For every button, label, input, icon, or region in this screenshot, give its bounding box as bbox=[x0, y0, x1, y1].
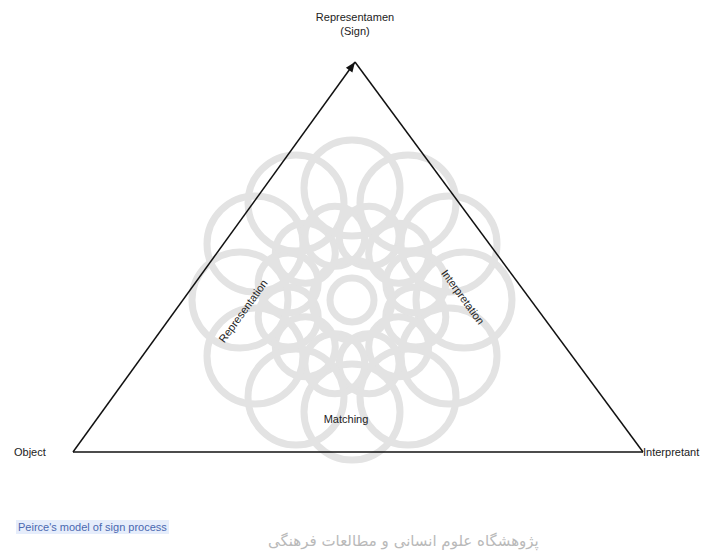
rosette-ring bbox=[330, 278, 374, 322]
vertex-text: Object bbox=[14, 445, 73, 459]
vertex-text: Representamen (Sign) bbox=[311, 10, 399, 38]
arrow-head bbox=[346, 62, 355, 72]
triangle-side bbox=[355, 62, 643, 452]
rosette-ring bbox=[416, 252, 512, 348]
edge-label: Matching bbox=[324, 412, 369, 426]
vertex-label: Representamen (Sign) bbox=[300, 10, 410, 62]
side-line bbox=[73, 451, 643, 453]
triangle-side bbox=[73, 62, 355, 452]
vertex-label: Object bbox=[14, 445, 73, 459]
rosette-ring bbox=[312, 260, 392, 340]
rosette-ring bbox=[248, 155, 344, 251]
vertex-text: Interpretant bbox=[643, 445, 715, 459]
figure-caption: Peirce's model of sign process bbox=[16, 520, 169, 534]
side-line bbox=[355, 62, 643, 452]
watermark-text: پژوهشگاه علوم انسانی و مطالعات فرهنگی bbox=[268, 532, 539, 550]
rosette-ring bbox=[304, 364, 400, 460]
side-line bbox=[73, 62, 355, 452]
rosette-ring bbox=[360, 349, 456, 445]
rosette-ring bbox=[304, 140, 400, 236]
vertex-label: Interpretant bbox=[643, 445, 715, 459]
triangle-side bbox=[73, 452, 643, 453]
rosette-ring bbox=[207, 308, 303, 404]
